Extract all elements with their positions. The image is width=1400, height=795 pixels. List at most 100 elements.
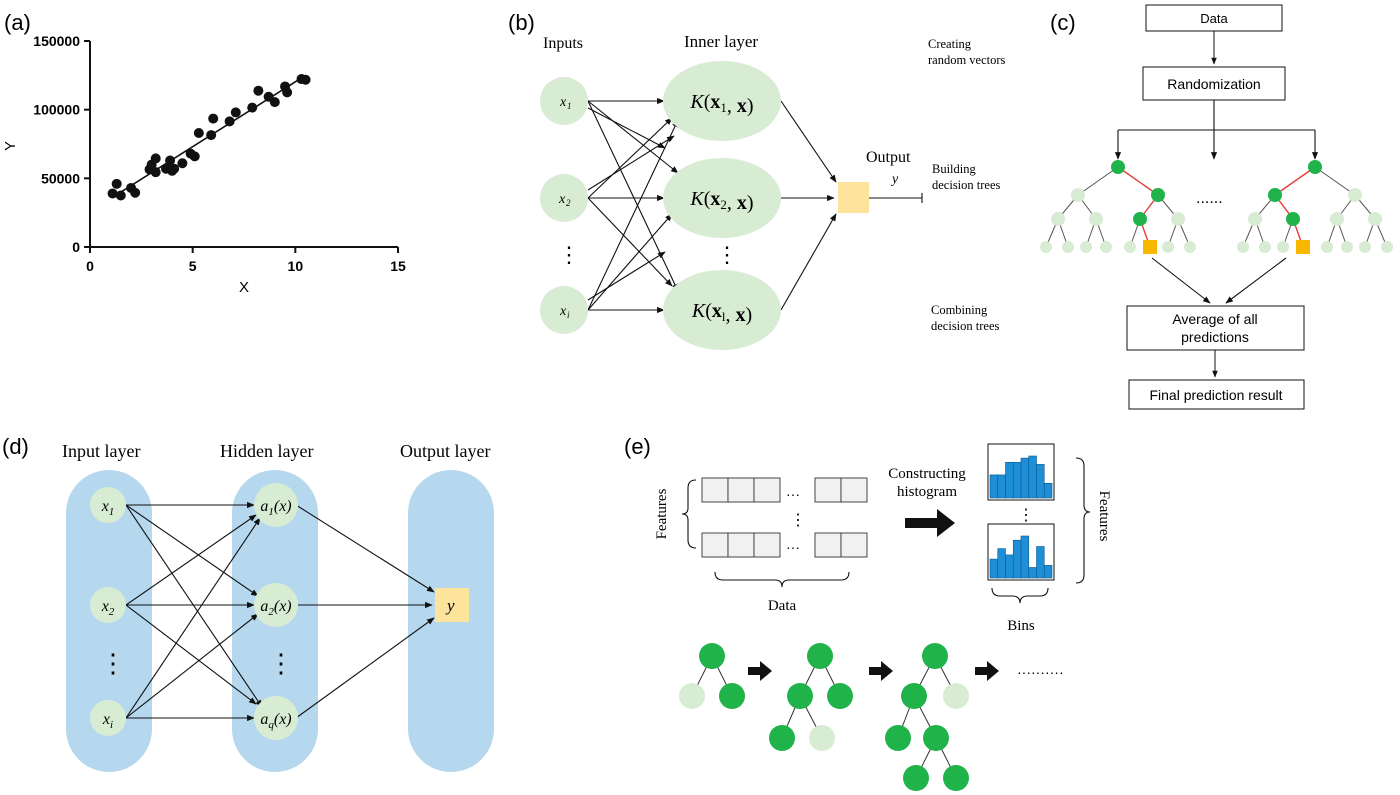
kernel-node: K(x2, x): [663, 158, 781, 238]
decision-trees: [1040, 160, 1393, 254]
data-cell: [840, 532, 868, 558]
data-label: Data: [768, 598, 797, 614]
b-input-sub: 2: [566, 198, 571, 208]
histogram-bottom: [987, 523, 1055, 581]
scatter-points: [107, 74, 311, 201]
features-label-right: Features: [1096, 491, 1112, 542]
b-input-ellipsis: ⋮: [558, 242, 580, 267]
tree-leaf-prediction: [1296, 240, 1310, 254]
average-box: [1126, 305, 1305, 351]
tree-leaf: [1237, 241, 1249, 253]
histogram-bar: [1036, 464, 1045, 499]
b-input-var: x: [559, 95, 567, 110]
scatter-point: [208, 113, 219, 124]
boost-tree-node: [923, 725, 949, 751]
b-kernel-nodes: K(x1, x) K(x2, x) K(xl, x): [663, 61, 781, 350]
tree-leaf: [1259, 241, 1271, 253]
average-box-line-1: Average of all: [1172, 311, 1257, 327]
b-output-connections: [780, 100, 923, 311]
data-box: [1145, 4, 1283, 32]
data-cell: [727, 477, 755, 503]
tree-node-active: [1286, 212, 1300, 226]
y-axis-label: Y: [2, 141, 19, 151]
tree-node: [1348, 188, 1362, 202]
x-tick-label: 0: [86, 258, 94, 274]
randomization-box-label: Randomization: [1167, 76, 1260, 92]
d-hidden-nodes: a1(x)a2(x)aq(x): [254, 483, 298, 740]
histogram-bar: [1028, 455, 1037, 499]
histogram-bar: [1043, 482, 1053, 499]
boost-tree-node: [787, 683, 813, 709]
tree-node: [1171, 212, 1185, 226]
tree-arrow-icon-3: [975, 661, 999, 681]
boost-tree-new-leaf: [943, 683, 969, 709]
panel-c-label: (c): [1050, 10, 1076, 35]
d-output-node: [435, 588, 469, 622]
boost-tree-node: [885, 725, 911, 751]
y-tick-label: 50000: [41, 170, 80, 186]
tree-leaf: [1040, 241, 1052, 253]
scatter-point: [247, 102, 258, 113]
features-brace-left: [681, 479, 697, 549]
inner-layer-heading: Inner layer: [684, 32, 758, 51]
y-tick-label: 0: [72, 239, 80, 255]
panel-d-label: (d): [2, 434, 29, 459]
b-input-var: x: [559, 304, 567, 319]
b-side-labels: Creating random vectors Building decisio…: [928, 37, 1006, 333]
d-hidden-node-label: a1(x): [260, 498, 291, 518]
scatter-point: [130, 187, 141, 198]
d-output-connections: [295, 504, 435, 719]
b-input-sub: 1: [567, 101, 572, 111]
d-input-node: x2: [90, 587, 126, 623]
x-tick-label: 5: [189, 258, 197, 274]
b-input-var: x: [558, 192, 566, 207]
histogram-bar: [1012, 461, 1022, 499]
data-box-label: Data: [1200, 11, 1228, 26]
data-cell: [840, 477, 868, 503]
data-cell: [753, 477, 781, 503]
features-brace-right: [1075, 457, 1091, 584]
scatter-point: [282, 87, 293, 98]
row-ellipsis-2: ···: [786, 539, 800, 555]
x-axis-label: X: [239, 279, 249, 296]
d-input-node-label: x2: [101, 598, 115, 618]
grid-vertical-ellipsis: ⋮: [790, 512, 806, 529]
scatter-point: [230, 107, 241, 118]
d-hidden-node-shape: [254, 483, 298, 527]
boost-tree-node: [807, 643, 833, 669]
bins-brace: [991, 587, 1049, 604]
histogram-bar: [989, 474, 999, 499]
b-input-sub: i: [567, 310, 570, 320]
kernel-node: K(x1, x): [663, 61, 781, 141]
kernel-node-shape: [663, 270, 781, 350]
data-cell: [727, 532, 755, 558]
boost-tree-node: [922, 643, 948, 669]
tree-leaf: [1341, 241, 1353, 253]
tree-node-active: [1133, 212, 1147, 226]
input-layer-heading: Input layer: [62, 441, 140, 461]
b-input-node-i: x i: [540, 286, 588, 334]
side-label-combine-2: decision trees: [931, 319, 1000, 333]
aggregation-arrows: [1151, 257, 1287, 304]
d-input-connections: [125, 501, 263, 722]
tree-leaf: [1359, 241, 1371, 253]
panel-d-neural-network: (d) Input layer Hidden layer Output laye…: [2, 434, 494, 772]
histogram-bar: [1043, 565, 1053, 579]
scatter-point: [115, 190, 126, 201]
tree-node-active: [1308, 160, 1322, 174]
kernel-node: K(xl, x): [663, 270, 781, 350]
construct-arrow-icon: [905, 509, 955, 537]
d-hidden-node-label: a2(x): [260, 598, 291, 618]
scatter-point: [165, 155, 176, 166]
tree-leaf: [1321, 241, 1333, 253]
d-input-node-shape: [90, 700, 126, 736]
d-hidden-node-shape: [254, 696, 298, 740]
histogram-bar: [1020, 457, 1030, 499]
boost-tree-node: [827, 683, 853, 709]
boost-tree-node: [769, 725, 795, 751]
side-label-build-1: Building: [932, 162, 977, 176]
tree-edge: [1077, 166, 1119, 196]
tree-node: [1071, 188, 1085, 202]
final-result-box: [1128, 379, 1305, 410]
